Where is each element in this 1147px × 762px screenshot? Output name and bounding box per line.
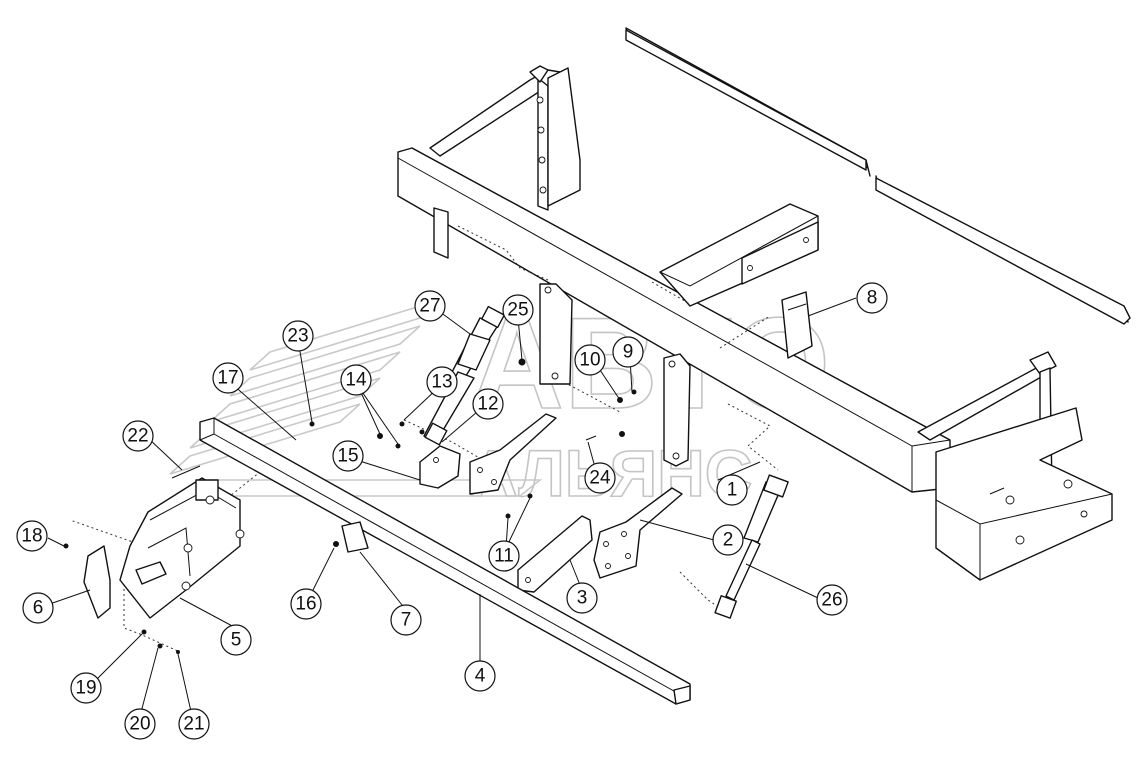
bracket-6 xyxy=(83,545,111,619)
callout-24: 24 xyxy=(584,462,616,494)
cylinder-27 xyxy=(423,305,505,446)
svg-text:23: 23 xyxy=(287,326,308,347)
callout-18: 18 xyxy=(16,520,48,552)
center-brackets xyxy=(539,283,813,467)
svg-text:13: 13 xyxy=(431,372,452,393)
svg-text:16: 16 xyxy=(295,594,316,615)
svg-text:26: 26 xyxy=(821,590,842,611)
callout-26: 26 xyxy=(816,584,848,616)
svg-text:20: 20 xyxy=(129,714,150,735)
plate-7 xyxy=(341,521,369,553)
callout-11: 11 xyxy=(488,540,520,572)
callout-14: 14 xyxy=(340,364,372,396)
callout-16: 16 xyxy=(290,588,322,620)
svg-text:5: 5 xyxy=(231,630,242,651)
svg-text:10: 10 xyxy=(579,350,600,371)
callout-12: 12 xyxy=(472,388,504,420)
callout-20: 20 xyxy=(124,708,156,740)
callout-7: 7 xyxy=(390,604,422,636)
svg-text:22: 22 xyxy=(127,426,148,447)
callout-19: 19 xyxy=(70,672,102,704)
plates xyxy=(419,413,683,593)
callout-4: 4 xyxy=(464,660,496,692)
svg-text:2: 2 xyxy=(723,530,734,551)
svg-text:14: 14 xyxy=(345,370,367,391)
callout-5: 5 xyxy=(220,624,252,656)
svg-text:27: 27 xyxy=(419,296,440,317)
callout-22: 22 xyxy=(122,420,154,452)
tube-4 xyxy=(199,417,691,705)
svg-text:17: 17 xyxy=(217,368,238,389)
svg-text:6: 6 xyxy=(33,598,44,619)
svg-text:18: 18 xyxy=(21,526,42,547)
svg-text:3: 3 xyxy=(577,588,588,609)
svg-text:1: 1 xyxy=(727,480,738,501)
callout-17: 17 xyxy=(212,362,244,394)
callout-27: 27 xyxy=(414,290,446,322)
svg-text:25: 25 xyxy=(507,300,528,321)
callout-3: 3 xyxy=(566,582,598,614)
svg-text:15: 15 xyxy=(337,446,358,467)
svg-text:11: 11 xyxy=(494,546,514,567)
hitch-bracket-5 xyxy=(119,477,245,619)
svg-text:21: 21 xyxy=(183,714,204,735)
callout-2: 2 xyxy=(712,524,744,556)
svg-text:19: 19 xyxy=(75,678,96,699)
callout-23: 23 xyxy=(282,320,314,352)
fasteners xyxy=(63,358,1005,654)
callout-8: 8 xyxy=(856,282,888,314)
callout-9: 9 xyxy=(612,336,644,368)
svg-text:12: 12 xyxy=(477,394,498,415)
svg-text:4: 4 xyxy=(475,666,486,687)
main-frame xyxy=(397,65,1113,581)
svg-text:9: 9 xyxy=(623,342,634,363)
svg-text:24: 24 xyxy=(589,468,611,489)
svg-text:7: 7 xyxy=(401,610,412,631)
callout-21: 21 xyxy=(178,708,210,740)
callout-1: 1 xyxy=(716,474,748,506)
callout-6: 6 xyxy=(22,592,54,624)
callout-15: 15 xyxy=(332,440,364,472)
callout-13: 13 xyxy=(426,366,458,398)
svg-text:8: 8 xyxy=(867,288,878,309)
top-rails xyxy=(625,27,1131,325)
callout-25: 25 xyxy=(502,294,534,326)
cylinder-26 xyxy=(714,474,789,619)
callout-10: 10 xyxy=(574,344,606,376)
